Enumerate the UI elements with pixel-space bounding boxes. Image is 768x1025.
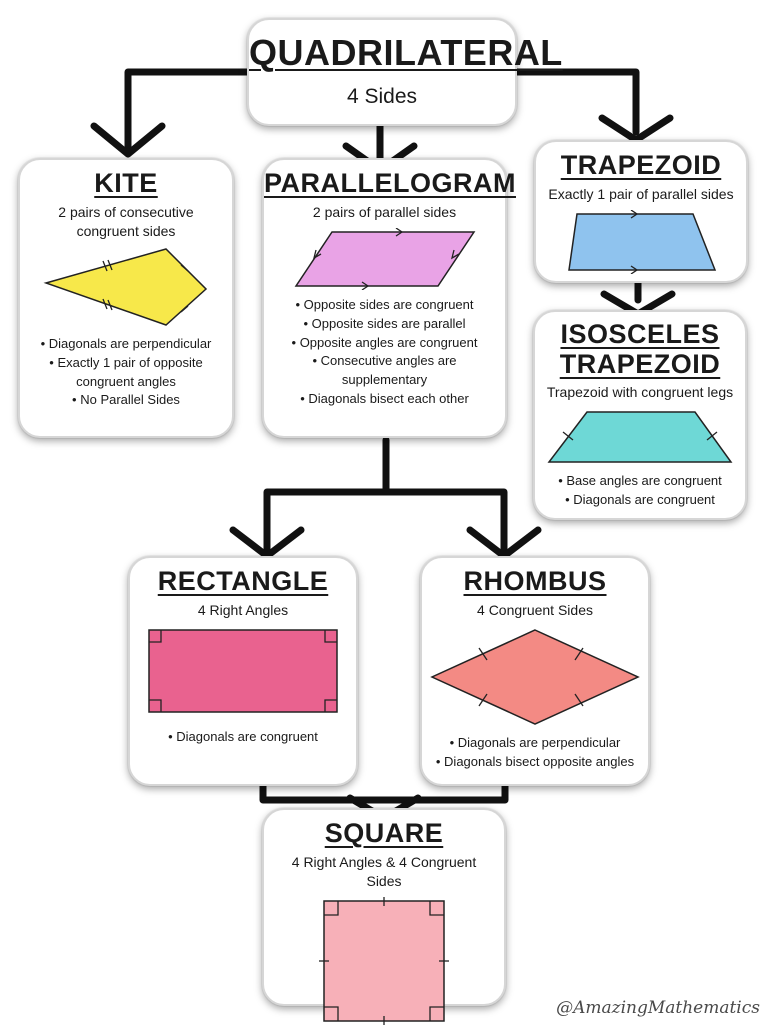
parallelogram-properties: Opposite sides are congruent Opposite si… — [264, 296, 505, 409]
arrow-parallelogram-to-rhombus — [382, 488, 508, 556]
trapezoid-title: TRAPEZOID — [560, 150, 722, 180]
list-item: Base angles are congruent — [543, 472, 737, 491]
isosceles-trapezoid-subtitle: Trapezoid with congruent legs — [546, 384, 734, 401]
list-item: Exactly 1 pair of opposite congruent ang… — [28, 354, 224, 392]
rectangle-title: RECTANGLE — [157, 566, 329, 596]
isosceles-trapezoid-title: ISOSCELES TRAPEZOID — [535, 319, 745, 379]
trapezoid-polygon — [568, 213, 717, 271]
list-item: Diagonals bisect each other — [272, 390, 497, 409]
parallelogram-title: PARALLELOGRAM — [264, 168, 516, 198]
arrow-rectangle-rhombus-to-square — [259, 782, 509, 804]
watermark-signature: @AmazingMathematics — [556, 998, 760, 1018]
arrow-parallelogram-split — [263, 436, 390, 556]
rhombus-properties: Diagonals are perpendicular Diagonals bi… — [422, 734, 648, 772]
list-item: Diagonals bisect opposite angles — [430, 753, 640, 772]
square-title: SQUARE — [324, 818, 444, 848]
kite-card: KITE 2 pairs of consecutive congruent si… — [18, 158, 234, 438]
rectangle-card: RECTANGLE 4 Right Angles Diagonals are c… — [128, 556, 358, 786]
rhombus-title: RHOMBUS — [463, 566, 607, 596]
square-subtitle: 4 Right Angles & 4 Congruent Sides — [291, 854, 477, 889]
rhombus-shape — [430, 629, 640, 725]
trapezoid-subtitle: Exactly 1 pair of parallel sides — [548, 186, 734, 203]
kite-subtitle: 2 pairs of consecutive congruent sides — [58, 204, 194, 239]
trapezoid-shape — [568, 209, 717, 274]
arrow-root-to-kite — [124, 68, 252, 156]
rectangle-properties: Diagonals are congruent — [130, 728, 356, 747]
list-item: Opposite sides are congruent — [272, 296, 497, 315]
arrow-head-kite — [90, 122, 166, 158]
trapezoid-card: TRAPEZOID Exactly 1 pair of parallel sid… — [534, 140, 748, 283]
arrow-root-to-trapezoid — [513, 68, 640, 136]
parallelogram-card: PARALLELOGRAM 2 pairs of parallel sides … — [262, 158, 516, 438]
parallelogram-subtitle: 2 pairs of parallel sides — [312, 204, 457, 221]
rhombus-card: RHOMBUS 4 Congruent Sides Diagonals are … — [420, 556, 650, 786]
list-item: No Parallel Sides — [28, 391, 224, 410]
isosceles-trapezoid-shape — [547, 411, 733, 464]
isosceles-trapezoid-card: ISOSCELES TRAPEZOID Trapezoid with congr… — [533, 310, 747, 520]
kite-shape — [43, 247, 208, 326]
kite-title: KITE — [94, 168, 158, 198]
list-item: Diagonals are perpendicular — [430, 734, 640, 753]
square-polygon — [323, 900, 445, 1022]
list-item: Diagonals are congruent — [138, 728, 348, 747]
isosceles-title-line2: TRAPEZOID — [559, 348, 721, 379]
list-item: Consecutive angles are supplementary — [272, 352, 497, 390]
isosceles-title-line1: ISOSCELES — [560, 319, 720, 349]
parallelogram-shape — [294, 227, 475, 290]
square-card: SQUARE 4 Right Angles & 4 Congruent Side… — [262, 808, 506, 1025]
rectangle-polygon — [148, 629, 338, 713]
list-item: Diagonals are congruent — [543, 491, 737, 510]
list-item: Opposite angles are congruent — [272, 334, 497, 353]
list-item: Opposite sides are parallel — [272, 315, 497, 334]
quadrilateral-subtitle: 4 Sides — [346, 85, 418, 109]
quadrilateral-card: QUADRILATERAL 4 Sides — [247, 18, 563, 126]
square-shape — [319, 896, 449, 1025]
rectangle-subtitle: 4 Right Angles — [197, 602, 289, 619]
kite-polygon — [43, 247, 208, 326]
rectangle-shape — [148, 629, 338, 713]
parallelogram-polygon — [294, 231, 475, 287]
rhombus-subtitle: 4 Congruent Sides — [477, 602, 593, 619]
list-item: Diagonals are perpendicular — [28, 335, 224, 354]
rhombus-polygon — [430, 629, 640, 725]
quadrilateral-title: QUADRILATERAL — [249, 32, 563, 73]
isosceles-trapezoid-properties: Base angles are congruent Diagonals are … — [535, 472, 745, 510]
isosceles-trapezoid-polygon — [547, 411, 733, 464]
kite-properties: Diagonals are perpendicular Exactly 1 pa… — [20, 335, 232, 410]
